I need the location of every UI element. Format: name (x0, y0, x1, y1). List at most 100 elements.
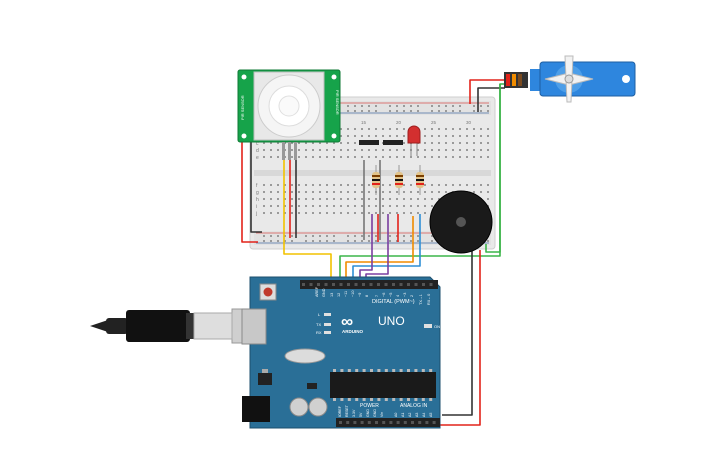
l-led-label: L (318, 312, 321, 317)
svg-text:RESET: RESET (345, 404, 349, 417)
board-model-label: UNO (378, 314, 405, 328)
svg-text:15: 15 (361, 120, 367, 125)
svg-text:e: e (256, 155, 259, 161)
resistor-2[interactable] (395, 165, 403, 195)
svg-text:GND: GND (373, 409, 377, 417)
wire-yellow-pir-out[interactable] (283, 160, 332, 282)
usb-cable[interactable] (90, 308, 253, 344)
jumper-block-2[interactable] (383, 140, 403, 145)
digital-pin-holes (302, 283, 433, 286)
bottom-pin-holes (339, 421, 436, 424)
arduino-infinity-logo: ∞ (341, 312, 353, 331)
svg-text:AREF: AREF (315, 286, 319, 297)
rx-led (324, 331, 331, 334)
bottom-pin-labels: IOREF RESET 3.3V 5V GND GND Vin A0 A1 A2… (338, 404, 433, 417)
resistor-1[interactable] (372, 165, 380, 195)
svg-text:A3: A3 (415, 413, 419, 417)
wire-purple-1[interactable] (359, 214, 373, 282)
svg-text:RX←0: RX←0 (427, 294, 431, 305)
analog-header-label: ANALOG IN (400, 403, 428, 409)
digital-header[interactable] (300, 280, 438, 289)
svg-text:g: g (256, 190, 259, 196)
voltage-regulator (258, 373, 272, 385)
pir-pin-out[interactable] (288, 142, 291, 160)
svg-text:~5: ~5 (389, 293, 393, 297)
smd-chip (307, 383, 317, 389)
atmega-microcontroller (330, 372, 436, 398)
pir-pin-gnd[interactable] (282, 142, 285, 160)
svg-text:13: 13 (330, 293, 334, 297)
on-led-label: ON (434, 324, 440, 329)
arduino-uno[interactable]: DIGITAL (PWM~) AREF GND 13 12 ~11 ~10 ~9… (241, 276, 441, 429)
wire-red-servo-power[interactable] (469, 79, 505, 104)
svg-text:A0: A0 (394, 413, 398, 417)
breadboard-center-channel (254, 170, 491, 176)
rx-led-label: RX (316, 330, 322, 335)
svg-text:25: 25 (431, 120, 437, 125)
dc-power-jack[interactable] (242, 396, 270, 422)
wire-black-pir-gnd[interactable] (250, 140, 262, 233)
digital-pin-labels: AREF GND 13 12 ~11 ~10 ~9 8 7 ~6 ~5 4 ~3… (315, 286, 431, 305)
svg-text:8: 8 (365, 295, 369, 297)
svg-text:GND: GND (322, 288, 326, 297)
pir-sensor[interactable]: PIR SENSOR PIR SENSOR (237, 69, 341, 160)
mount-hole (331, 74, 337, 80)
svg-text:~3: ~3 (403, 293, 407, 297)
capacitor-1 (289, 397, 309, 417)
svg-text:f: f (256, 183, 258, 189)
svg-text:5V: 5V (359, 412, 363, 417)
svg-text:7: 7 (375, 295, 379, 297)
wire-red-pir-vcc[interactable] (241, 138, 258, 243)
svg-text:20: 20 (396, 120, 402, 125)
servo-motor[interactable] (504, 55, 636, 103)
wire-blue-buzzer[interactable] (352, 214, 421, 282)
svg-text:h: h (256, 197, 259, 203)
wire-orange-led[interactable] (345, 216, 414, 282)
svg-text:A4: A4 (422, 413, 426, 417)
l-led (324, 313, 331, 316)
power-analog-header[interactable] (336, 418, 440, 427)
jumper-block-1[interactable] (359, 140, 379, 145)
on-led (424, 324, 432, 328)
piezo-buzzer[interactable] (429, 190, 493, 254)
resistors[interactable] (372, 165, 424, 195)
usb-port[interactable] (241, 308, 267, 345)
crystal-oscillator (284, 348, 326, 364)
svg-text:d: d (256, 148, 259, 154)
pir-pin-vcc[interactable] (294, 142, 297, 160)
svg-text:~9: ~9 (358, 293, 362, 297)
svg-text:~10: ~10 (351, 291, 355, 297)
svg-text:2: 2 (410, 295, 414, 297)
svg-text:Vin: Vin (380, 412, 384, 417)
svg-text:TX→1: TX→1 (419, 294, 423, 305)
svg-text:3.3V: 3.3V (352, 409, 356, 417)
svg-text:4: 4 (396, 295, 400, 297)
wire-green-right[interactable] (485, 84, 501, 253)
tx-led (324, 323, 331, 326)
svg-text:12: 12 (337, 293, 341, 297)
red-led[interactable] (407, 125, 421, 156)
mount-hole (241, 74, 247, 80)
pir-label-left: PIR SENSOR (240, 95, 245, 120)
power-header-label: POWER (360, 403, 379, 409)
wire-black-5v-gnd[interactable] (442, 244, 473, 416)
capacitor-2 (308, 397, 328, 417)
svg-text:A1: A1 (401, 413, 405, 417)
svg-text:j: j (255, 211, 257, 217)
mount-hole (331, 133, 337, 139)
svg-text:IOREF: IOREF (338, 405, 342, 417)
wire-black-servo-gnd[interactable] (477, 87, 505, 112)
digital-header-label: DIGITAL (PWM~) (372, 299, 415, 305)
svg-text:GND: GND (366, 409, 370, 417)
resistor-3[interactable] (416, 165, 424, 195)
svg-text:~11: ~11 (344, 291, 348, 297)
svg-text:~6: ~6 (382, 293, 386, 297)
svg-text:30: 30 (466, 120, 472, 125)
ic-pins (333, 369, 433, 401)
wire-green-servo-signal[interactable] (339, 83, 505, 282)
svg-text:A5: A5 (429, 413, 433, 417)
mount-hole (241, 133, 247, 139)
svg-text:i: i (256, 204, 257, 210)
servo-mount-hole (622, 75, 630, 83)
